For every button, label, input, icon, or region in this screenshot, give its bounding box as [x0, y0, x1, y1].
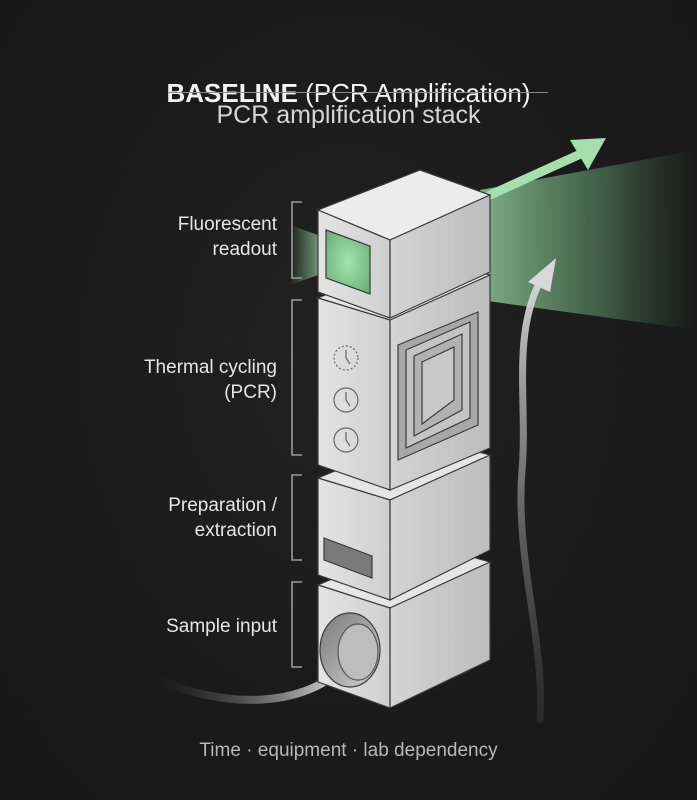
clock-icon: [333, 345, 359, 371]
bracket-thermal-cycling: [291, 299, 302, 456]
output-arrow-icon: [485, 138, 606, 200]
label-preparation-extraction: Preparation / extraction: [168, 493, 277, 543]
label-line: readout: [212, 239, 277, 260]
title-rest: (PCR Amplification): [297, 78, 531, 108]
bracket-fluorescent-readout: [291, 201, 302, 279]
title-bold: BASELINE: [166, 78, 298, 108]
clock-icon: [333, 387, 359, 413]
light-beam-left: [290, 225, 318, 285]
label-line: (PCR): [224, 382, 277, 403]
clock-icon: [333, 427, 359, 453]
label-fluorescent-readout: Fluorescent readout: [178, 212, 277, 262]
title-divider: [168, 92, 548, 93]
label-sample-input: Sample input: [166, 614, 277, 639]
label-thermal-cycling: Thermal cycling (PCR): [144, 355, 277, 405]
label-line: Sample input: [166, 616, 277, 637]
extraction-slot: [323, 537, 373, 579]
page-title: BASELINE (PCR Amplification): [0, 78, 697, 109]
label-brackets: [291, 201, 302, 668]
light-beam: [480, 150, 697, 330]
bracket-sample-input: [291, 581, 302, 668]
label-line: Fluorescent: [177, 214, 277, 235]
module-fluorescent-readout: [316, 169, 492, 319]
readout-window: [325, 229, 371, 295]
footer-caption: Time · equipment · lab dependency: [199, 740, 498, 761]
label-line: Thermal cycling: [143, 357, 277, 378]
flow-arrow-up-icon: [517, 258, 556, 724]
label-line: Preparation /: [168, 495, 277, 516]
bracket-preparation-extraction: [291, 474, 302, 561]
subtitle: PCR amplification stack: [216, 101, 481, 129]
label-line: extraction: [194, 520, 277, 541]
